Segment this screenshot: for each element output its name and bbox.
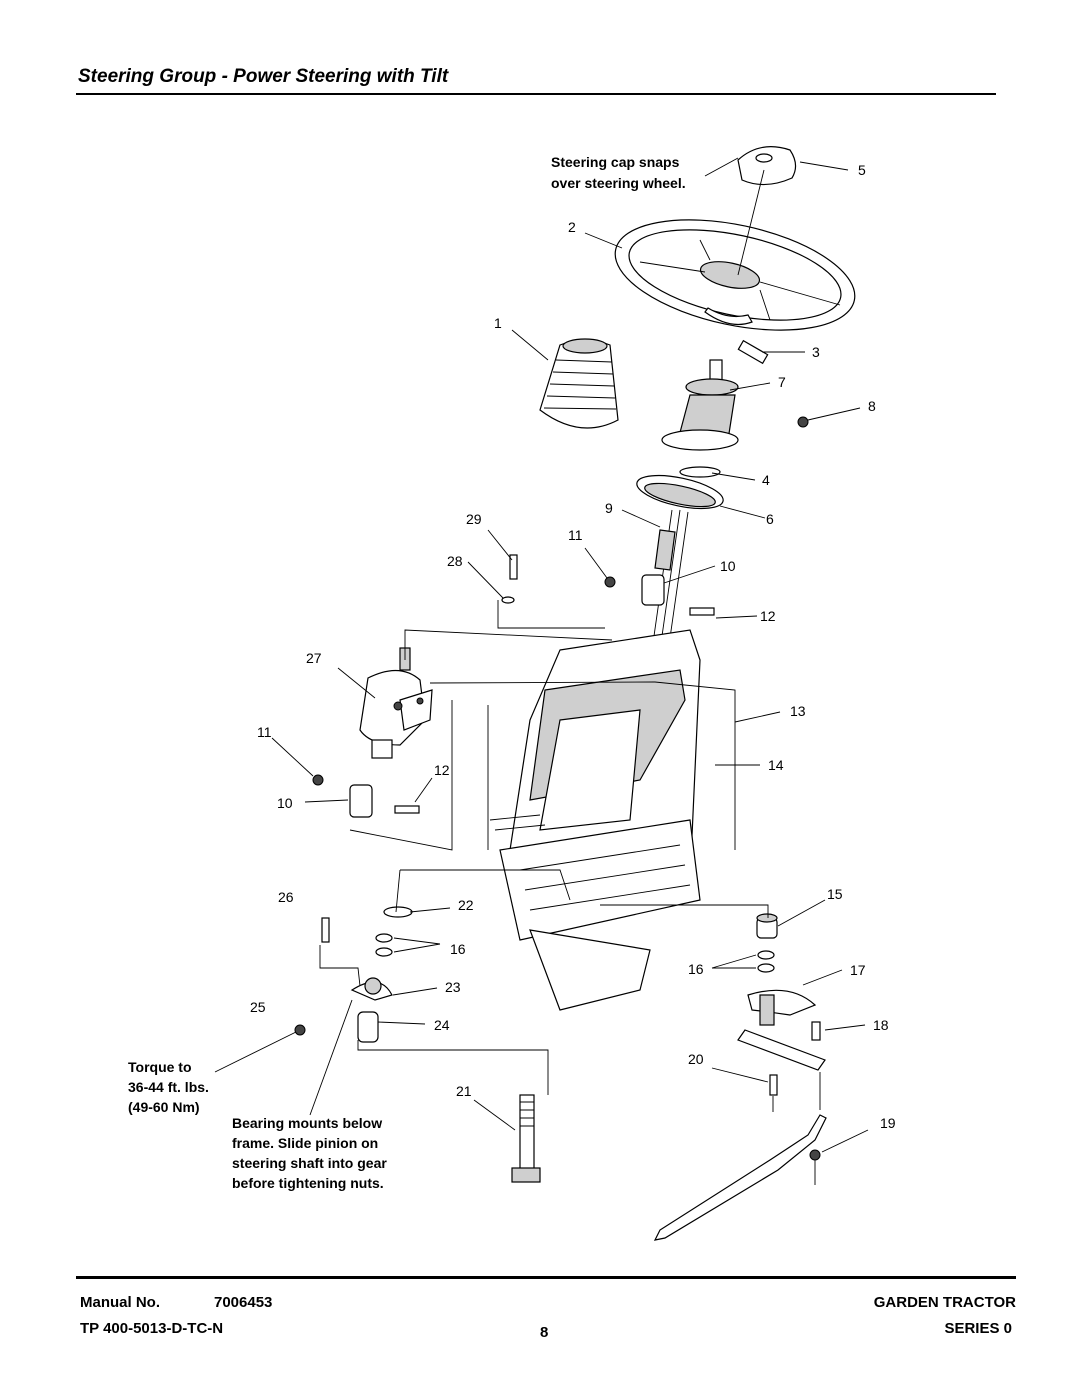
callout: 10 bbox=[720, 558, 736, 574]
callout: 3 bbox=[812, 344, 820, 360]
callout: 26 bbox=[278, 889, 294, 905]
bolt-part bbox=[394, 805, 420, 814]
svg-text:before tightening nuts.: before tightening nuts. bbox=[232, 1175, 384, 1191]
callout: 22 bbox=[458, 897, 474, 913]
coupler-part bbox=[349, 784, 373, 818]
washer-part bbox=[679, 466, 721, 478]
snap-ring-part bbox=[383, 906, 413, 918]
callout: 27 bbox=[306, 650, 322, 666]
callout: 12 bbox=[434, 762, 450, 778]
svg-text:Bearing mounts below: Bearing mounts below bbox=[232, 1115, 382, 1131]
bushing-part bbox=[357, 1011, 379, 1043]
callout: 12 bbox=[760, 608, 776, 624]
steering-arm-part bbox=[737, 1029, 826, 1071]
callout: 8 bbox=[868, 398, 876, 414]
callout: 19 bbox=[880, 1115, 896, 1131]
bolt-part bbox=[811, 1021, 821, 1041]
callout: 13 bbox=[790, 703, 806, 719]
callout: 16 bbox=[688, 961, 704, 977]
svg-text:frame. Slide pinion on: frame. Slide pinion on bbox=[232, 1135, 378, 1151]
washer-part bbox=[757, 963, 775, 973]
gearbox-part bbox=[359, 647, 433, 759]
callout: 15 bbox=[827, 886, 843, 902]
callout: 11 bbox=[257, 724, 272, 740]
bearing-part bbox=[756, 913, 778, 939]
coupler-part bbox=[641, 574, 665, 606]
svg-text:(49-60 Nm): (49-60 Nm) bbox=[128, 1099, 200, 1115]
callout: 23 bbox=[445, 979, 461, 995]
callout: 14 bbox=[768, 757, 784, 773]
plate-part bbox=[636, 474, 724, 510]
bolt-part bbox=[769, 1074, 778, 1096]
steering-boot-part bbox=[539, 338, 619, 429]
callout: 7 bbox=[778, 374, 786, 390]
bolt-part bbox=[509, 554, 518, 580]
washer-part bbox=[501, 596, 515, 604]
nut-part bbox=[797, 416, 809, 428]
nut-part bbox=[294, 1024, 306, 1036]
page-number: 8 bbox=[540, 1324, 549, 1341]
callout: 5 bbox=[858, 162, 866, 178]
footer-rule bbox=[76, 1276, 1016, 1279]
nut-part bbox=[809, 1149, 821, 1161]
svg-text:Torque to: Torque to bbox=[128, 1059, 192, 1075]
callout: 25 bbox=[250, 999, 266, 1015]
svg-text:steering shaft into gear: steering shaft into gear bbox=[232, 1155, 387, 1171]
callout: 1 bbox=[494, 315, 502, 331]
callout: 18 bbox=[873, 1017, 889, 1033]
series-label: SERIES 0 bbox=[944, 1320, 1012, 1337]
steering-cap-part bbox=[737, 146, 797, 186]
callout: 24 bbox=[434, 1017, 450, 1033]
note-torque: Torque to 36-44 ft. lbs. (49-60 Nm) bbox=[128, 1059, 209, 1115]
callout: 2 bbox=[568, 219, 576, 235]
note-steering-cap: Steering cap snaps over steering wheel. bbox=[551, 154, 686, 191]
pinion-shaft-part bbox=[511, 1094, 541, 1183]
svg-text:over steering wheel.: over steering wheel. bbox=[551, 175, 686, 191]
callout: 29 bbox=[466, 511, 482, 527]
callout-labels: 5 2 1 3 7 8 4 9 6 29 11 28 10 12 27 13 1… bbox=[250, 162, 896, 1131]
callout: 21 bbox=[456, 1083, 472, 1099]
callout: 6 bbox=[766, 511, 774, 527]
callout: 16 bbox=[450, 941, 466, 957]
callout: 28 bbox=[447, 553, 463, 569]
steering-wheel-part bbox=[614, 219, 856, 331]
manual-label: Manual No. bbox=[80, 1294, 161, 1311]
manual-number: 7006453 bbox=[214, 1294, 273, 1311]
bolt-part bbox=[321, 917, 330, 943]
callout: 11 bbox=[568, 527, 583, 543]
tp-number: TP 400-5013-D-TC-N bbox=[80, 1320, 224, 1337]
callout: 10 bbox=[277, 795, 293, 811]
callout: 17 bbox=[850, 962, 866, 978]
sector-gear-part bbox=[747, 989, 817, 1026]
leader-lines bbox=[214, 157, 869, 1185]
svg-text:Steering cap snaps: Steering cap snaps bbox=[551, 154, 680, 170]
steering-frame bbox=[489, 629, 701, 1011]
page-title: Steering Group - Power Steering with Til… bbox=[78, 66, 449, 87]
washer-part bbox=[375, 947, 393, 957]
spring-part bbox=[654, 529, 676, 571]
washer-part bbox=[375, 933, 393, 943]
steering-shaft-upper-part bbox=[661, 359, 739, 451]
title-rule bbox=[76, 93, 996, 95]
callout: 4 bbox=[762, 472, 770, 488]
svg-text:36-44 ft. lbs.: 36-44 ft. lbs. bbox=[128, 1079, 209, 1095]
washer-part bbox=[757, 950, 775, 960]
nut-part bbox=[312, 774, 324, 786]
nut-part bbox=[604, 576, 616, 588]
note-bearing: Bearing mounts below frame. Slide pinion… bbox=[232, 1115, 387, 1191]
bearing-flange-part bbox=[350, 977, 393, 1001]
bolt-part bbox=[689, 607, 715, 616]
callout: 9 bbox=[605, 500, 613, 516]
drag-link-part bbox=[653, 1114, 827, 1241]
callout: 20 bbox=[688, 1051, 704, 1067]
product-name: GARDEN TRACTOR bbox=[873, 1294, 1016, 1311]
roll-pin-part bbox=[737, 339, 769, 365]
